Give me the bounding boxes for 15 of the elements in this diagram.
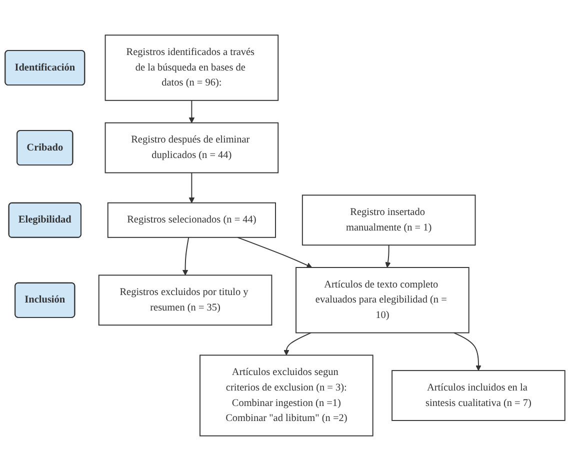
arrow xyxy=(188,172,194,203)
node-box: Artículos excluidos segun criterios de exclusion (n = 3): Combinar ingestion (n =1) Combinar "ad libitum" (n =2) xyxy=(200,354,374,436)
arrow xyxy=(453,332,482,370)
node-box: Artículos de texto completo evaluados para elegibilidad (n = 10) xyxy=(296,266,470,333)
arrow xyxy=(385,244,391,268)
arrow xyxy=(188,99,194,123)
node-box: Registro después de eliminar duplicados (n = 44) xyxy=(104,122,279,173)
node-box: Registros identificados a través de la búsqueda en bases de datos (n = 96): xyxy=(104,34,279,100)
arrow xyxy=(237,236,312,268)
node-box: Registros selecionados (n = 44) xyxy=(107,202,276,238)
node-box: Registros excluidos por titulo y resumen (n = 35) xyxy=(98,274,272,326)
node-box: Artículos incluidos en la sintesis cualitativa (n = 7) xyxy=(392,370,566,420)
node-box: Registro insertado manualmente (n = 1) xyxy=(302,194,476,246)
arrow xyxy=(284,332,312,355)
arrow xyxy=(182,236,190,275)
